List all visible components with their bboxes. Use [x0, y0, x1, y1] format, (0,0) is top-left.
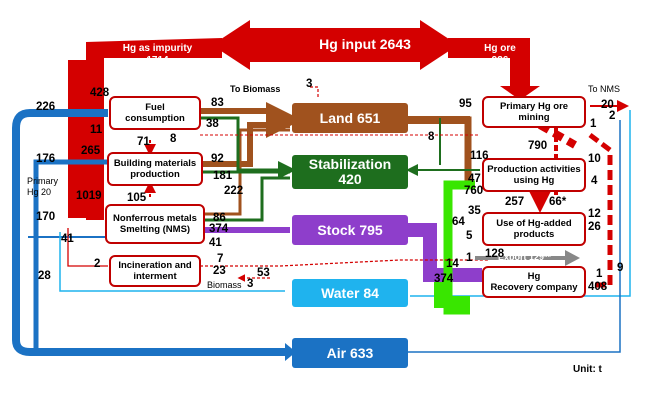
flow-value: 374: [209, 223, 229, 235]
recovery-box: Hg Recovery company: [482, 266, 586, 298]
hg-input-title: Hg input 2643: [319, 36, 411, 52]
water-flow: [59, 232, 285, 292]
flow-value: 181: [213, 170, 233, 182]
land-flow-mining: [430, 116, 472, 186]
flow-value: 20: [601, 99, 614, 111]
flow-value: 374: [434, 273, 454, 285]
flow-value: 14: [446, 258, 459, 270]
hg-input-arrow: [212, 20, 458, 70]
flow-value: 1019: [76, 190, 102, 202]
flow-value: 2: [94, 258, 101, 270]
mining-box: Primary Hg ore mining: [482, 96, 586, 128]
flow-value: 2: [609, 110, 616, 122]
flow-value: 176: [36, 153, 56, 165]
production-box: Production activities using Hg: [482, 158, 586, 192]
flow-value: 790: [528, 140, 548, 152]
flow-value: 1: [590, 118, 597, 130]
flow-value: 9: [617, 262, 624, 274]
stabilization-sink: Stabilization 420: [292, 155, 408, 189]
building-materials-box: Building materials production: [107, 152, 203, 186]
flow-value: 12: [588, 208, 601, 220]
recovery-loop: [588, 133, 613, 288]
flow-value: 28: [38, 270, 51, 282]
flow-value: 47: [468, 173, 481, 185]
recovery-flow: [443, 180, 475, 315]
impurity-branch: [86, 38, 222, 220]
flow-value: 408: [588, 281, 608, 293]
flow-value: 265: [81, 145, 101, 157]
flow-value: 41: [209, 237, 222, 249]
flow-value: 10: [588, 153, 601, 165]
flow-value: 53: [257, 267, 270, 279]
export-label: Export 129**: [498, 252, 552, 262]
flow-value: 222: [224, 185, 244, 197]
flow-value: 128: [485, 248, 505, 260]
to-biomass-label: To Biomass: [230, 84, 281, 94]
primary-hg-label: Primary Hg 20: [27, 176, 58, 197]
flow-value: 760: [464, 185, 484, 197]
flow-value: 38: [206, 118, 219, 130]
land-sink: Land 651: [292, 103, 408, 133]
nms-box: Nonferrous metals Smelting (NMS): [105, 204, 205, 244]
unit-label: Unit: t: [573, 364, 602, 375]
flow-value: 1: [596, 268, 603, 280]
flow-value: 1: [466, 252, 473, 264]
flow-value: 83: [211, 97, 224, 109]
flow-value: 7: [217, 253, 224, 265]
flow-value: 428: [90, 87, 110, 99]
fuel-consumption-box: Fuel consumption: [109, 96, 201, 130]
flow-value: 257: [505, 196, 525, 208]
biomass-bottom-label: Biomass: [207, 280, 242, 290]
flow-value: 170: [36, 211, 56, 223]
stab-flow: [200, 116, 296, 179]
flow-value: 3: [306, 78, 313, 90]
ore-branch: [448, 38, 540, 100]
hg-impurity-label: Hg as impurity 1714: [122, 43, 193, 66]
incineration-box: Incineration and interment: [109, 255, 201, 287]
to-nms-label: To NMS: [588, 84, 621, 94]
water-sink: Water 84: [292, 279, 408, 307]
stock-sink: Stock 795: [292, 215, 408, 245]
flow-value: 71: [137, 136, 150, 148]
export-arrow: [475, 250, 580, 266]
flow-value: 226: [36, 101, 56, 113]
flow-value: 5: [466, 230, 473, 242]
flow-value: 116: [470, 150, 489, 162]
air-sink: Air 633: [292, 338, 408, 368]
flow-value: 66*: [549, 196, 567, 208]
flow-value: 8: [428, 131, 435, 143]
products-box: Use of Hg-added products: [482, 212, 586, 246]
flow-value: 92: [211, 153, 224, 165]
flow-value: 64: [452, 216, 465, 228]
flow-value: 23: [213, 265, 226, 277]
flow-value: 26: [588, 221, 601, 233]
flow-value: 95: [459, 98, 472, 110]
flow-value: 11: [90, 124, 103, 136]
flow-value: 35: [468, 205, 481, 217]
flow-value: 105: [127, 192, 147, 204]
flow-value: 41: [61, 233, 74, 245]
flow-value: 86: [213, 212, 226, 224]
hg-ore-label: Hg ore 926: [484, 43, 516, 66]
flow-value: 3: [247, 278, 254, 290]
flow-value: 8: [170, 133, 177, 145]
flow-value: 4: [591, 175, 598, 187]
land-flow-fuel: [200, 102, 302, 138]
air-flow-fuel: [12, 109, 285, 356]
